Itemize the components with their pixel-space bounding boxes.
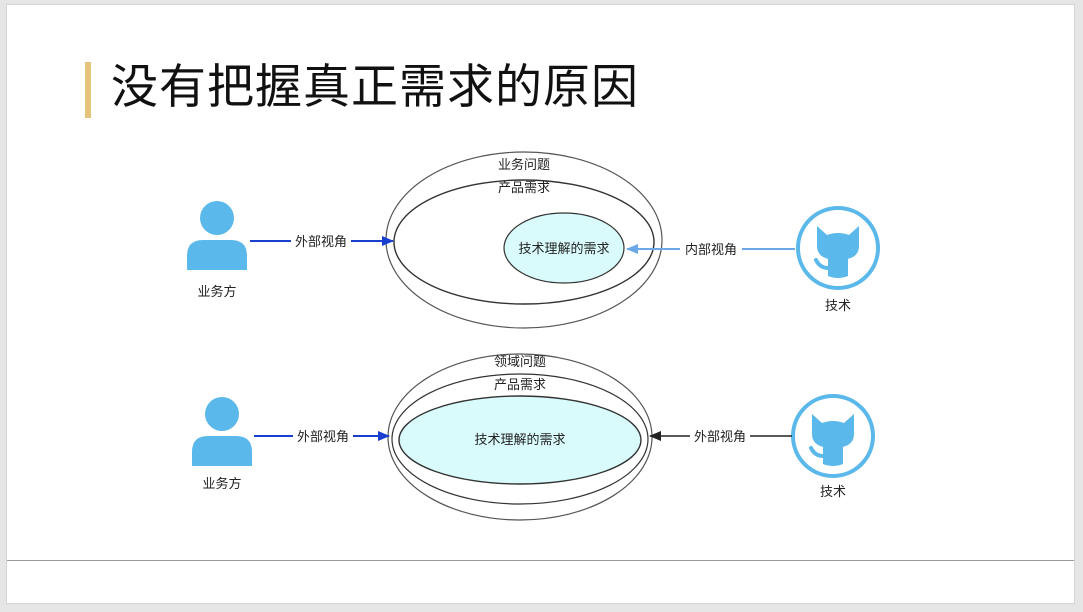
github-octocat-icon [796, 206, 880, 290]
outer-label: 业务问题 [498, 157, 550, 173]
right-arrow-label: 外部视角 [694, 430, 746, 445]
inner-label: 产品需求 [498, 181, 550, 196]
inner-ellipse-product-requirement [391, 373, 649, 505]
core-label: 技术理解的需求 [518, 241, 609, 257]
footer-divider [7, 560, 1074, 561]
outer-label: 领域问题 [494, 355, 546, 370]
diagram-top: 业务问题 产品需求 技术理解的需求 业务方 外部视角 技术 内部视角 [187, 151, 880, 329]
title-accent-bar [85, 62, 91, 118]
left-actor-label: 业务方 [202, 476, 241, 492]
core-label: 技术理解的需求 [474, 432, 565, 448]
inner-ellipse-product-requirement [393, 179, 655, 305]
left-actor-label: 业务方 [197, 284, 236, 300]
inner-label: 产品需求 [494, 378, 546, 393]
person-icon [187, 201, 247, 270]
person-icon [192, 397, 252, 466]
core-ellipse-tech-understanding [398, 395, 642, 485]
right-arrow-label: 内部视角 [685, 242, 737, 258]
github-octocat-icon [791, 394, 875, 478]
right-actor-label: 技术 [825, 299, 851, 314]
left-arrow-label: 外部视角 [295, 235, 347, 250]
diagram-bottom: 领域问题 产品需求 技术理解的需求 业务方 外部视角 技术 外部视角 [192, 353, 875, 521]
left-arrow-label: 外部视角 [297, 430, 349, 445]
slide-title: 没有把握真正需求的原因 [111, 60, 639, 115]
right-actor-label: 技术 [820, 485, 846, 500]
core-ellipse-tech-understanding [503, 212, 625, 284]
